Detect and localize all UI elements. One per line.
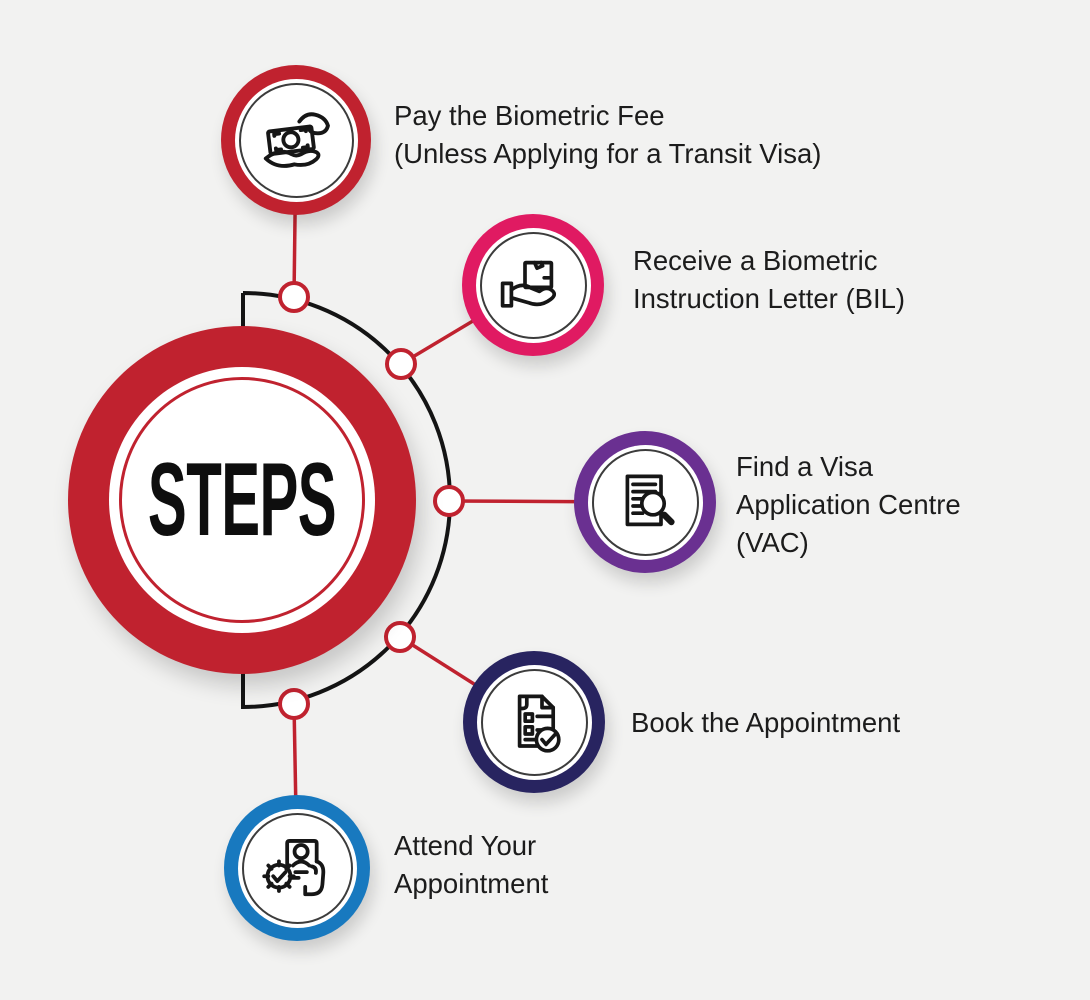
step-4-medallion — [463, 651, 605, 793]
step-4-label: Book the Appointment — [631, 704, 900, 742]
document-magnifier-icon — [625, 474, 675, 527]
node-step-3 — [433, 485, 465, 517]
step-1-label-line: (Unless Applying for a Transit Visa) — [394, 138, 822, 169]
step-3-medallion-inner — [587, 444, 703, 560]
center-circle: STEPS — [68, 326, 416, 674]
step-1-medallion-inner — [234, 78, 358, 202]
step-5-label-line: Appointment — [394, 868, 549, 899]
node-step-5 — [278, 688, 310, 720]
step-2-medallion — [462, 214, 604, 356]
hand-holding-package-icon — [500, 260, 557, 308]
id-verification-hand-icon — [262, 839, 326, 897]
step-1-medallion — [221, 65, 371, 215]
step-3-label-line: Application Centre — [736, 489, 961, 520]
step-4-medallion-inner — [476, 664, 592, 780]
step-2-label-line: Instruction Letter (BIL) — [633, 283, 906, 314]
step-3-label: Find a Visa Application Centre (VAC) — [736, 448, 961, 562]
hand-giving-money-icon — [263, 112, 330, 168]
step-2-medallion-inner — [475, 227, 591, 343]
step-2-label-line: Receive a Biometric — [633, 245, 878, 276]
step-5-medallion-inner — [237, 808, 357, 928]
step-5-medallion — [224, 795, 370, 941]
step-5-label: Attend Your Appointment — [394, 827, 548, 903]
step-3-label-line: (VAC) — [736, 527, 809, 558]
node-step-1 — [278, 281, 310, 313]
step-4-label-line: Book the Appointment — [631, 707, 901, 738]
step-5-label-line: Attend Your — [394, 830, 537, 861]
checklist-approved-icon — [517, 694, 561, 753]
step-2-label: Receive a Biometric Instruction Letter (… — [633, 242, 905, 318]
center-label-wrap: STEPS — [68, 326, 416, 674]
step-1-label: Pay the Biometric Fee (Unless Applying f… — [394, 97, 821, 173]
node-step-4 — [384, 621, 416, 653]
node-step-2 — [385, 348, 417, 380]
center-circle-thin-ring — [119, 377, 365, 623]
page-title: STEPS — [147, 442, 337, 558]
step-3-medallion — [574, 431, 716, 573]
step-3-label-line: Find a Visa — [736, 451, 874, 482]
step-1-label-line: Pay the Biometric Fee — [394, 100, 665, 131]
